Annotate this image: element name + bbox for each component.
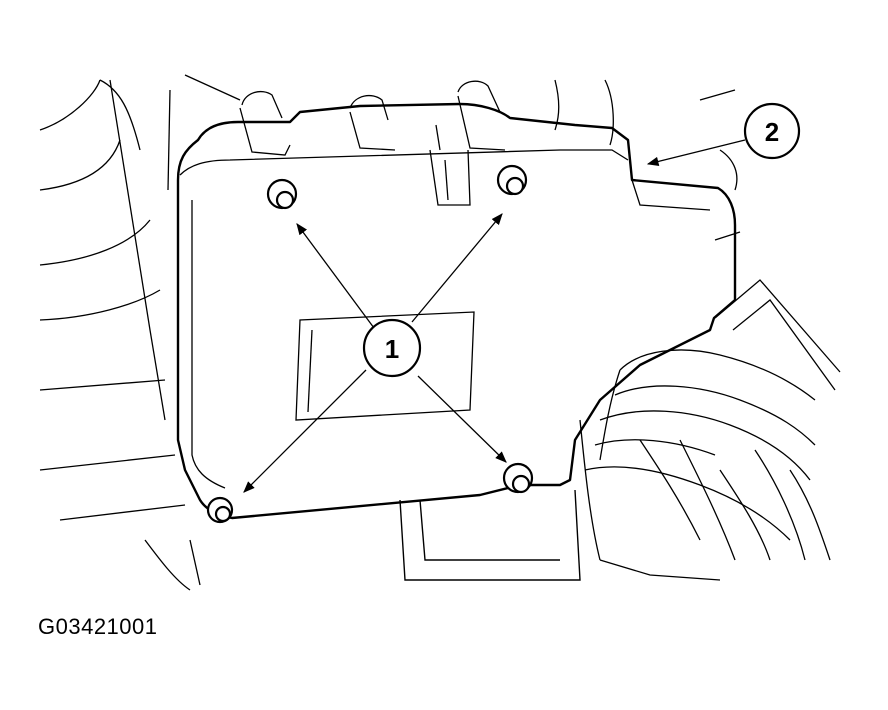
callout-2-leader: [646, 139, 746, 167]
housing-detail-lines: [179, 80, 741, 489]
bolt-bottom-left: [206, 496, 234, 524]
background-structure: [39, 74, 738, 591]
bolt-bottom-right: [502, 462, 534, 494]
callout-2-label: 2: [765, 117, 779, 147]
bolt-top-left: [266, 178, 298, 210]
callout-1-leaders: [243, 213, 507, 493]
figure-code: G03421001: [38, 614, 158, 639]
wiring-harness: [579, 279, 841, 581]
exploded-view-diagram: 1 2: [39, 74, 841, 591]
control-module-housing: [176, 102, 737, 520]
bolt-top-right: [496, 164, 528, 196]
callout-1-label: 1: [385, 334, 399, 364]
mounting-bracket: [399, 489, 581, 581]
callout-1-bubble: 1: [362, 318, 422, 378]
callout-2-bubble: 2: [743, 102, 801, 160]
